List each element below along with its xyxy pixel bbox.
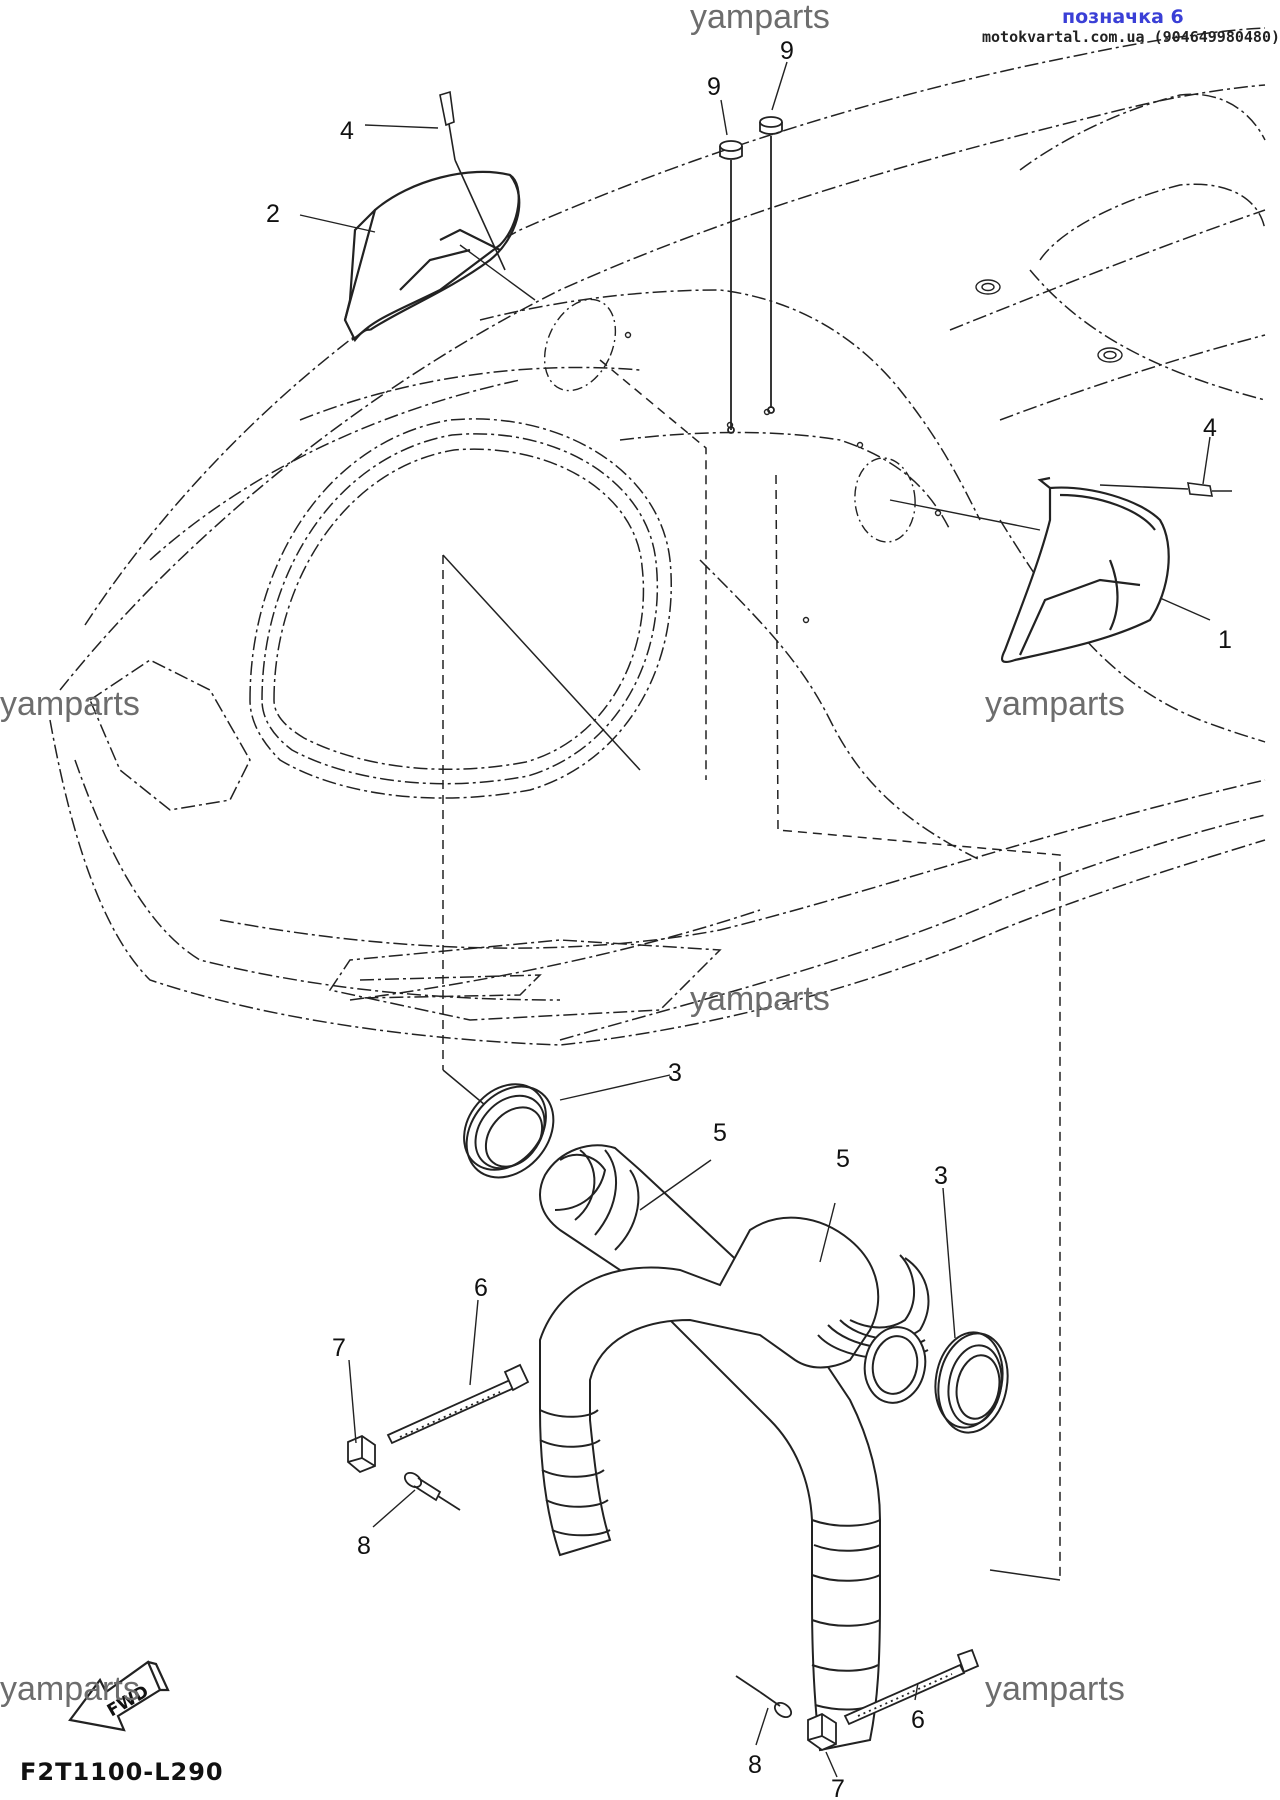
grommet-right: [934, 1331, 1009, 1434]
grommet-left: [463, 1083, 555, 1179]
rivet-left: [403, 1471, 461, 1511]
vent-openings: [543, 298, 916, 543]
clamp-left: [347, 1434, 376, 1474]
vent-cover-left-leaders: [459, 244, 536, 301]
watermark-bottom-right: yamparts: [985, 1670, 1125, 1708]
callout-3-left: 3: [668, 1059, 682, 1087]
header-label: позначка 6: [1062, 6, 1184, 28]
fwd-arrow: [68, 1660, 170, 1732]
callout-leaders: [299, 61, 1211, 1778]
callout-7-left: 7: [332, 1334, 346, 1362]
watermark-left: yamparts: [0, 685, 140, 723]
callout-4-left: 4: [340, 117, 354, 145]
callout-6-left: 6: [474, 1274, 488, 1302]
watermark-bottom-left: yamparts: [0, 1670, 140, 1708]
callout-1: 1: [1218, 626, 1232, 654]
callout-9-right: 9: [780, 37, 794, 65]
callout-8-left: 8: [357, 1532, 371, 1560]
watermark-center: yamparts: [690, 980, 830, 1018]
cable-tie-right: [843, 1648, 980, 1726]
cap-left: [719, 140, 743, 434]
vent-cover-left: [343, 170, 521, 343]
watermark-right: yamparts: [985, 685, 1125, 723]
solid-leaders: [442, 554, 1061, 1581]
callout-numbers: 1 2 3 3 4 4 5 5 6 6 7 7 8 8 9 9: [266, 37, 1232, 1800]
watermark-top: yamparts: [690, 0, 830, 36]
screw-left: [439, 90, 506, 271]
callout-5-rear: 5: [836, 1145, 850, 1173]
rivet-right: [735, 1675, 793, 1719]
callout-5-front: 5: [713, 1119, 727, 1147]
screw-right: [1099, 482, 1232, 497]
callout-8-right: 8: [748, 1751, 762, 1779]
callout-2: 2: [266, 200, 280, 228]
cable-tie-left: [386, 1363, 530, 1445]
deck-screws: [624, 279, 1123, 624]
vent-cover-right-leaders: [889, 499, 1041, 531]
callout-7-right: 7: [831, 1775, 845, 1800]
callout-6-right: 6: [911, 1706, 925, 1734]
assembly-lines: [442, 359, 1061, 1580]
watermarks: yamparts yamparts yamparts yamparts yamp…: [0, 0, 1125, 1708]
callout-3-right: 3: [934, 1162, 948, 1190]
callout-4-right: 4: [1203, 414, 1217, 442]
diagram-code: F2T1100-L290: [20, 1758, 224, 1786]
storage-opening: [249, 418, 672, 799]
vent-hose-rear: [539, 1216, 930, 1557]
vent-cover-right: [1000, 476, 1170, 664]
callout-9-left: 9: [707, 73, 721, 101]
clamp-right: [807, 1712, 837, 1752]
cap-right: [759, 116, 783, 414]
deck-outline: [49, 27, 1266, 1046]
header-site: motokvartal.com.ua (904649980480): [982, 28, 1280, 46]
